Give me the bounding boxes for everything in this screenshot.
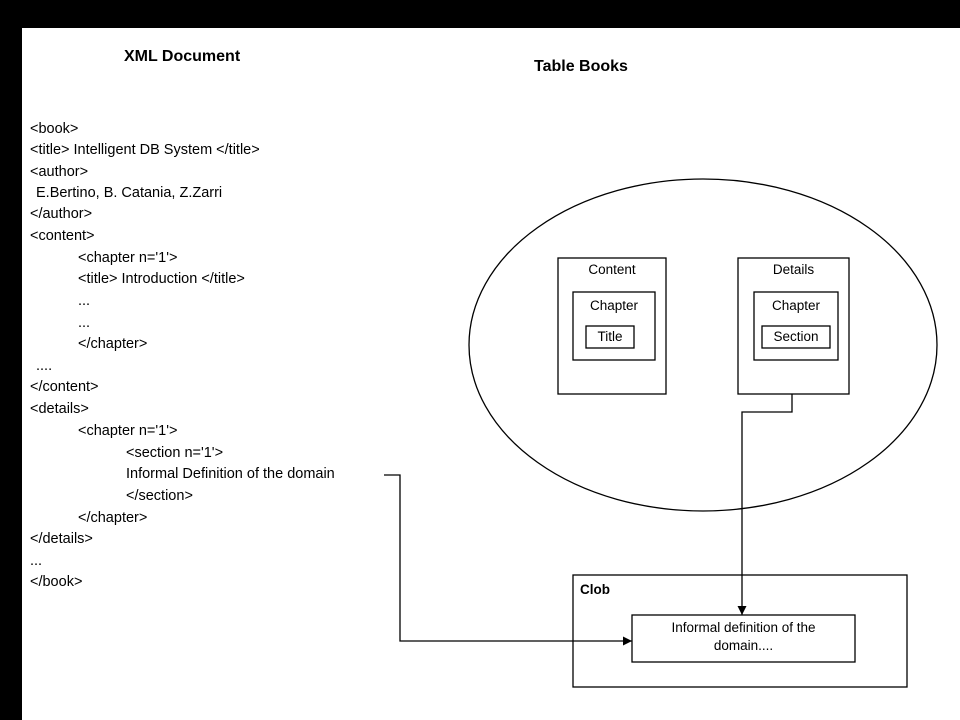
xml-line-details-chapter-open: <chapter n='1'>	[78, 423, 178, 439]
table-books-ellipse	[468, 178, 938, 512]
xml-line-details-chapter-close: </chapter>	[78, 510, 148, 526]
xml-line-section-open: <section n='1'>	[126, 445, 224, 461]
xml-line-details-open: <details>	[30, 401, 89, 417]
diagram-canvas: XML Document Table Books <book> <title> …	[22, 28, 960, 720]
content-chapter-label: Chapter	[589, 298, 639, 313]
xml-document-heading: XML Document	[124, 48, 241, 65]
xml-line-ellipsis-2: ...	[78, 315, 91, 331]
xml-line-author-names: E.Bertino, B. Catania, Z.Zarri	[36, 185, 223, 201]
xml-line-content-open: <content>	[30, 228, 95, 244]
xml-line-section-text: Informal Definition of the domain	[126, 466, 335, 482]
content-title-box	[585, 325, 635, 349]
content-title-label: Title	[597, 329, 623, 344]
content-box-label: Content	[588, 262, 636, 277]
diagram-shapes	[384, 178, 938, 688]
xml-line-ellipsis-1: ...	[78, 293, 91, 309]
xml-line-ellipsis-4: ...	[30, 553, 43, 569]
xml-line-chapter-title: <title> Introduction </title>	[78, 271, 245, 287]
xml-line-chapter-open: <chapter n='1'>	[78, 250, 178, 266]
xml-line-book-open: <book>	[30, 121, 79, 137]
clob-text-line-2: domain....	[713, 638, 774, 653]
xml-line-content-close: </content>	[30, 379, 99, 395]
details-to-clob-connector	[737, 394, 793, 615]
details-section-box	[761, 325, 831, 349]
xml-line-section-close: </section>	[126, 488, 193, 504]
clob-text-line-1: Informal definition of the	[671, 620, 816, 635]
details-chapter-label: Chapter	[771, 298, 821, 313]
xml-line-title: <title> Intelligent DB System </title>	[30, 142, 260, 158]
xml-line-chapter-close: </chapter>	[78, 336, 148, 352]
xml-line-book-close: </book>	[30, 574, 83, 590]
xml-line-author-open: <author>	[30, 164, 89, 180]
xml-line-details-close: </details>	[30, 531, 93, 547]
xml-line-author-close: </author>	[30, 206, 93, 222]
table-books-heading: Table Books	[534, 58, 628, 75]
clob-label: Clob	[580, 582, 610, 597]
clob-text-box	[631, 614, 856, 663]
details-section-label: Section	[773, 329, 819, 344]
details-box-label: Details	[772, 262, 815, 277]
xml-line-ellipsis-3: ....	[36, 358, 53, 374]
xml-to-clob-connector	[384, 474, 632, 646]
